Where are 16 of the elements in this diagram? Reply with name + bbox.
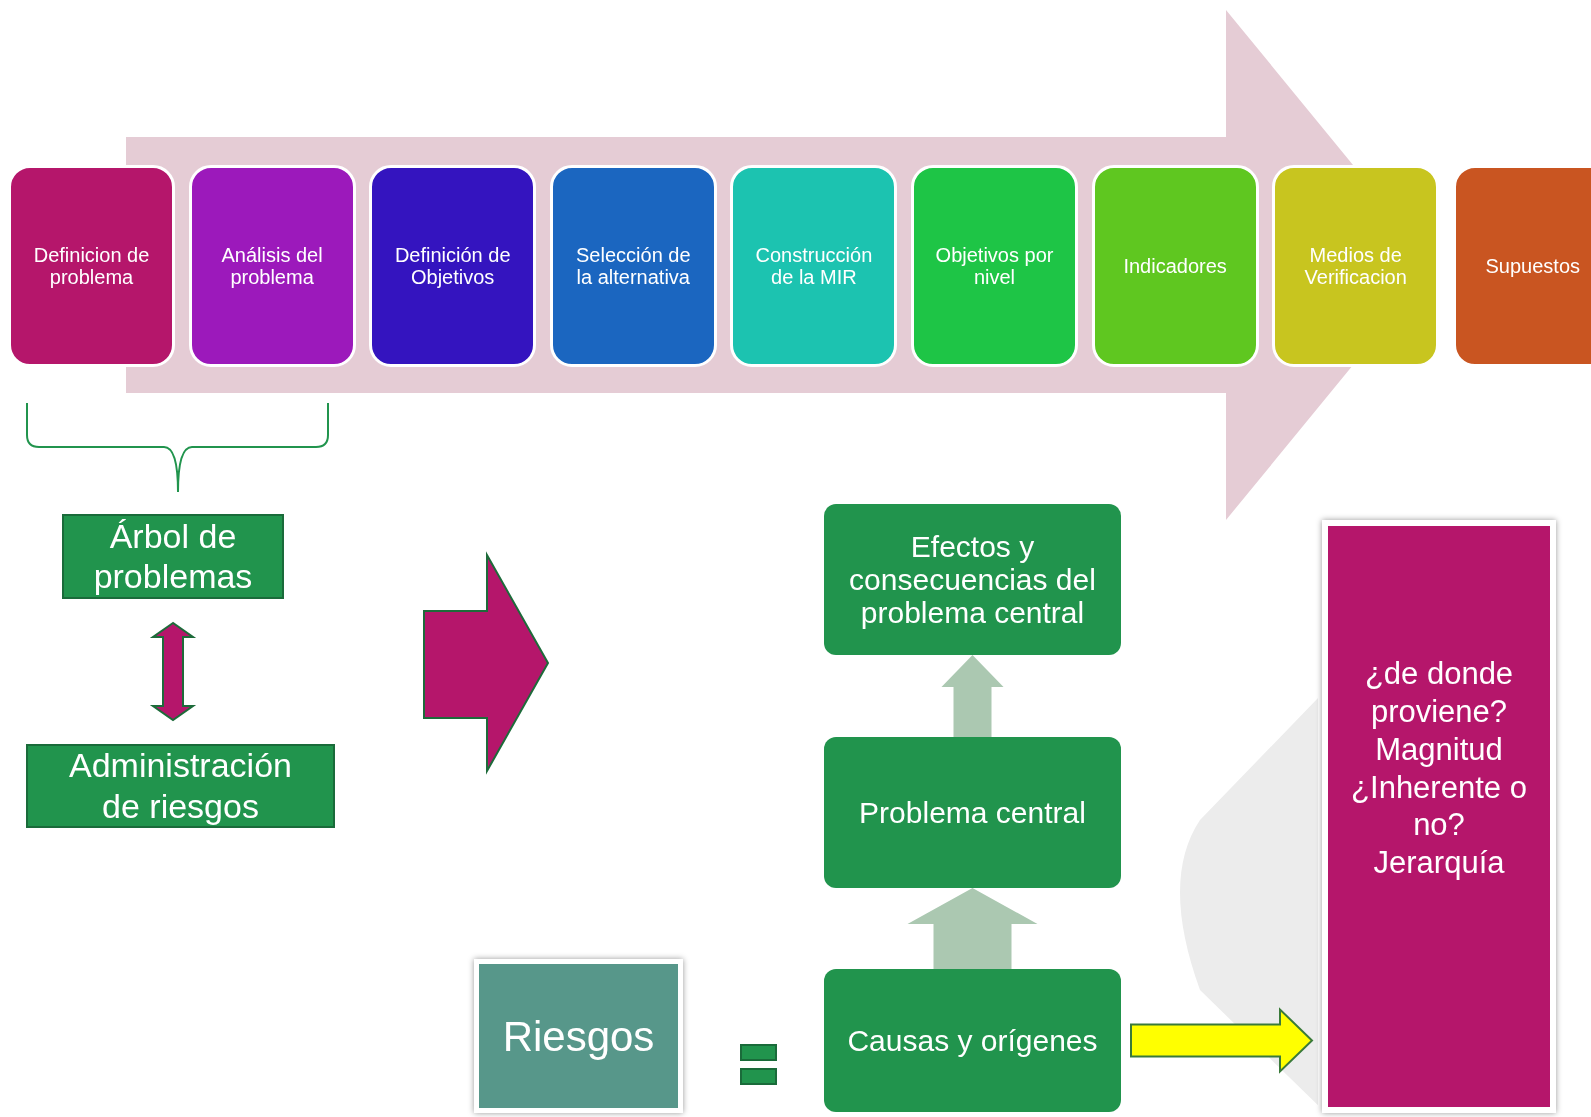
causes-box: Causas y orígenes xyxy=(824,969,1121,1112)
block-arrow xyxy=(907,888,1038,969)
concept-box: Árbol de problemas xyxy=(62,514,284,599)
step-box: Construcción de la MIR xyxy=(730,165,898,367)
step-box: Definicion de problema xyxy=(8,165,175,367)
effects-box: Efectos y consecuencias del problema central xyxy=(824,504,1121,655)
concept-box: Administración de riesgos xyxy=(26,744,335,828)
step-box: Análisis del problema xyxy=(188,165,356,367)
step-box: Objetivos por nivel xyxy=(911,165,1078,367)
step-box: Definición de Objetivos xyxy=(369,165,537,367)
block-arrow xyxy=(941,655,1004,737)
step-box: Indicadores xyxy=(1091,165,1259,367)
block-arrow xyxy=(149,621,197,722)
problem-box: Problema central xyxy=(824,737,1121,888)
block-arrow xyxy=(1130,1007,1314,1074)
step-box: Selección de la alternativa xyxy=(549,165,717,367)
